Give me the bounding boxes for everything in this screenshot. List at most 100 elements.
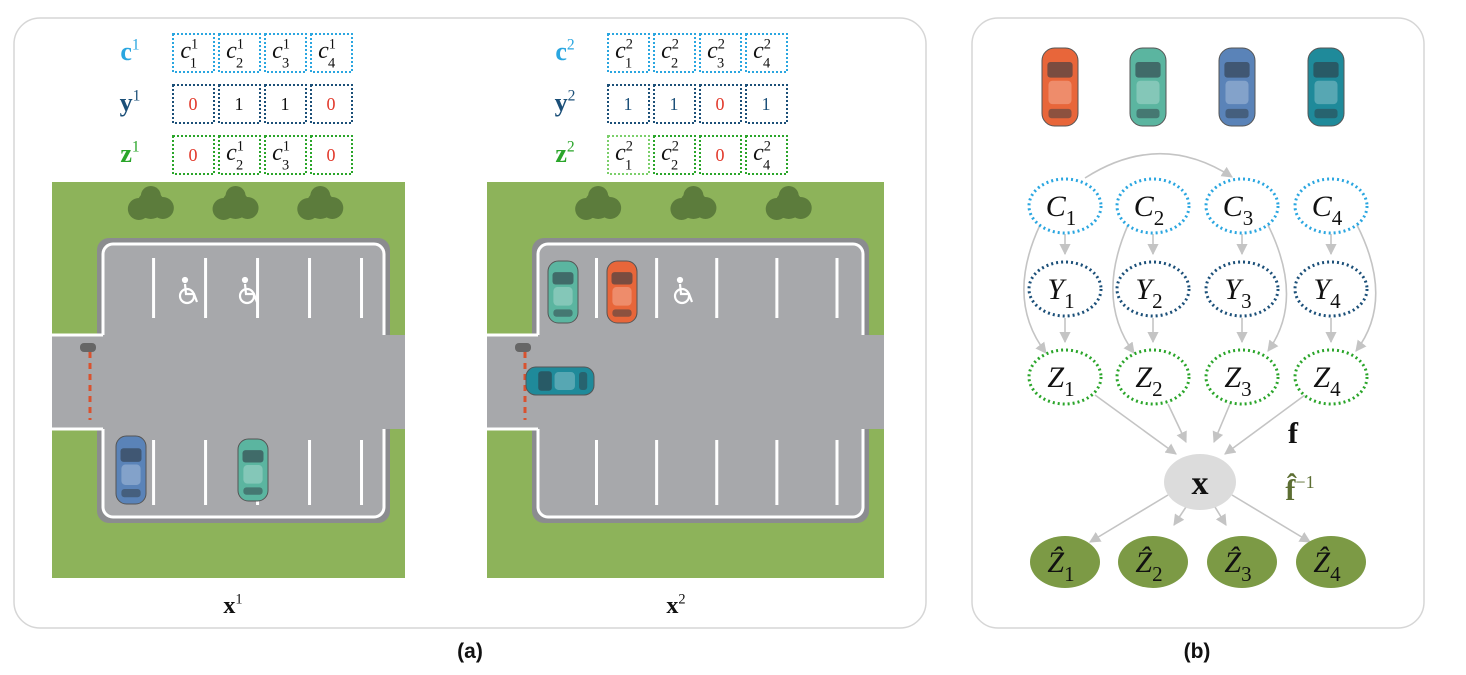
edge-arrow (1173, 506, 1187, 526)
wheelchair-icon (178, 276, 199, 305)
vector-cell: 0 (310, 135, 353, 175)
node-zhat2: Ẑ2 (1118, 536, 1188, 588)
parking-lot-image (52, 182, 405, 578)
node-zhat4: Ẑ4 (1296, 536, 1366, 588)
row-label: y1 (120, 88, 141, 117)
bush-icon (670, 186, 717, 220)
node-zhat3-label: Ẑ3 (1224, 546, 1251, 586)
car-icon (1218, 47, 1256, 127)
cell-value: 1 (670, 94, 679, 114)
cell-value: 0 (327, 145, 336, 165)
f-inverse-label: f̂−1 (1285, 472, 1314, 507)
node-x: x (1164, 454, 1236, 510)
edge-arrow (1094, 394, 1177, 455)
node-z3: Z3 (1204, 348, 1280, 406)
row-label: c1 (120, 37, 139, 66)
car-icon (547, 260, 579, 324)
node-y4-label: Y4 (1313, 273, 1341, 313)
node-y3-label: Y3 (1224, 273, 1251, 313)
image-label: x1 (223, 591, 242, 619)
node-c2-label: C2 (1134, 190, 1165, 230)
graph-edges (1023, 153, 1377, 543)
row-label: z1 (120, 139, 139, 168)
node-c1-label: C1 (1046, 190, 1077, 230)
car-icon (525, 366, 595, 396)
node-x-label: x (1192, 465, 1209, 502)
car-icon (1129, 47, 1167, 127)
bush-icon (297, 186, 344, 220)
barrier-post (80, 343, 96, 352)
node-z4: Z4 (1293, 348, 1369, 406)
edge-arrow (1212, 403, 1231, 444)
node-z1: Z1 (1027, 348, 1103, 406)
edge-arrow (1167, 403, 1187, 444)
parking-lot-image (487, 182, 884, 578)
wheelchair-icon (673, 276, 694, 305)
node-c3: C3 (1204, 177, 1280, 235)
vector-cell: 0 (699, 84, 742, 124)
car-icon (237, 438, 269, 502)
node-c4-label: C4 (1312, 190, 1343, 230)
node-c3-label: C3 (1223, 190, 1254, 230)
row-label: c2 (555, 37, 574, 66)
vector-cell: 1 (653, 84, 696, 124)
edge-arrow (1224, 394, 1306, 455)
cell-value: 0 (189, 94, 198, 114)
barrier-post (515, 343, 531, 352)
vector-cell: 0 (699, 135, 742, 175)
bush-icon (575, 186, 622, 220)
edge-arrow (1089, 494, 1169, 543)
edge-arrow (1267, 224, 1288, 352)
node-c2: C2 (1115, 177, 1191, 235)
node-zhat1: Ẑ1 (1030, 536, 1100, 588)
cell-value: 0 (716, 145, 725, 165)
caption-a: (a) (457, 640, 483, 663)
node-z4-label: Z4 (1313, 361, 1341, 401)
vector-cell: 0 (310, 84, 353, 124)
node-c1: C1 (1027, 177, 1103, 235)
vector-cell: 0 (172, 84, 215, 124)
car-icon (115, 435, 147, 505)
f-label: f (1288, 417, 1299, 450)
row-label: y2 (555, 88, 576, 117)
node-y4: Y4 (1293, 260, 1369, 318)
cell-value: 0 (189, 145, 198, 165)
edge-arrow (1084, 153, 1233, 179)
vector-cell: 0 (172, 135, 215, 175)
image-label: x2 (666, 591, 685, 619)
car-icon (1041, 47, 1079, 127)
panel-b-frame (971, 17, 1425, 629)
edge-arrow (1112, 224, 1135, 354)
wheelchair-icon (238, 276, 259, 305)
node-z2-label: Z2 (1135, 361, 1162, 401)
caption-b: (b) (1184, 640, 1211, 663)
node-z2: Z2 (1115, 348, 1191, 406)
edge-arrow (1023, 224, 1047, 354)
cell-value: 0 (327, 94, 336, 114)
node-y2: Y2 (1115, 260, 1191, 318)
